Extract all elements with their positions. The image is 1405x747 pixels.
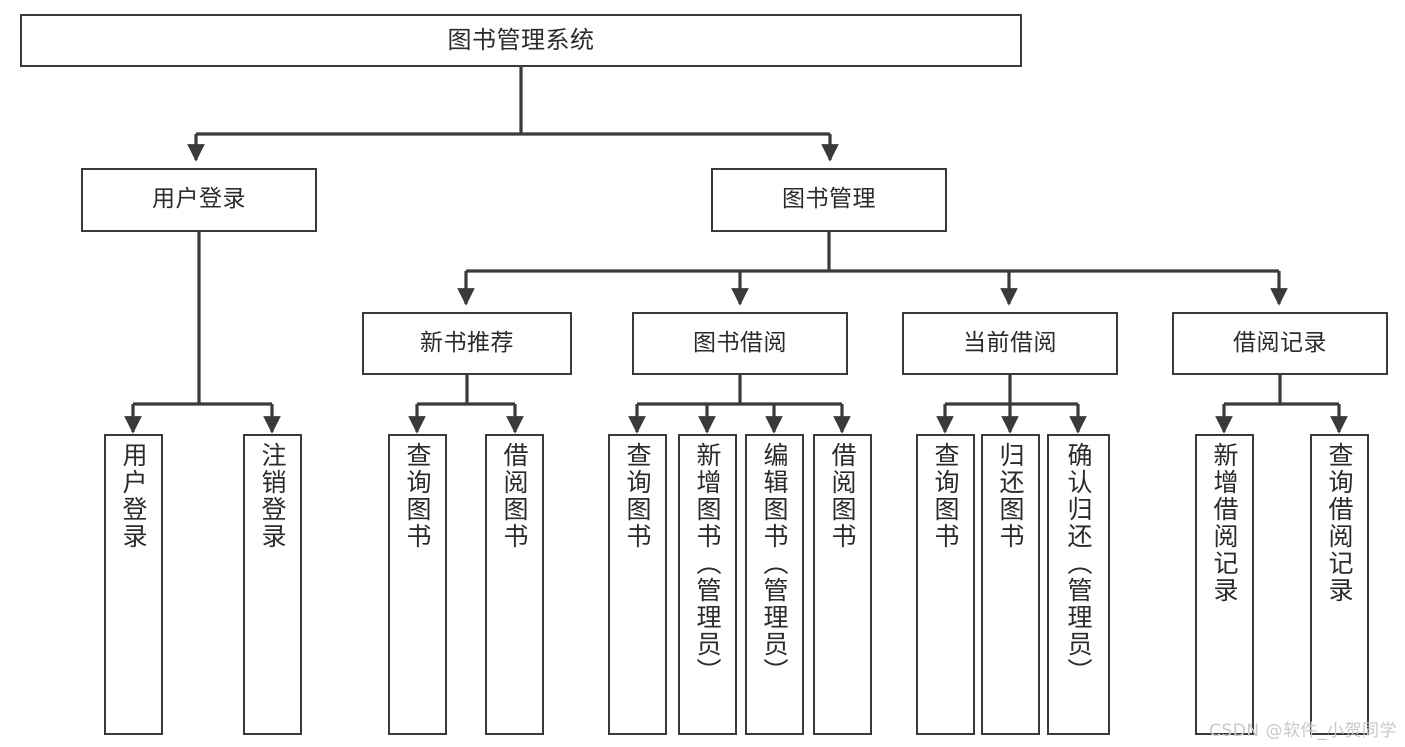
node-borrow-record[interactable]: 借阅记录 — [1172, 312, 1388, 375]
node-leaf-logout-login-label: 注销登录 — [258, 442, 287, 550]
node-leaf-query-book-1-label: 查询图书 — [403, 442, 432, 550]
node-leaf-user-login-label: 用户登录 — [119, 442, 148, 550]
node-leaf-borrow-book-1-label: 借阅图书 — [500, 442, 529, 550]
node-leaf-add-book-label: 新增图书（管理员） — [693, 442, 722, 685]
node-leaf-confirm-return-label: 确认归还（管理员） — [1064, 442, 1093, 685]
node-leaf-add-borrow-record[interactable]: 新增借阅记录 — [1195, 434, 1254, 735]
watermark-text: CSDN @软件_小贺同学 — [1209, 721, 1397, 741]
node-leaf-query-book-2-label: 查询图书 — [623, 442, 652, 550]
node-leaf-logout-login[interactable]: 注销登录 — [243, 434, 302, 735]
node-leaf-add-book[interactable]: 新增图书（管理员） — [678, 434, 737, 735]
node-leaf-confirm-return[interactable]: 确认归还（管理员） — [1047, 434, 1110, 735]
node-root[interactable]: 图书管理系统 — [20, 14, 1022, 67]
node-user-login-label: 用户登录 — [152, 186, 246, 213]
node-leaf-borrow-book-2[interactable]: 借阅图书 — [813, 434, 872, 735]
node-user-login[interactable]: 用户登录 — [81, 168, 317, 232]
node-book-borrow-label: 图书借阅 — [693, 329, 787, 356]
node-leaf-user-login[interactable]: 用户登录 — [104, 434, 163, 735]
node-leaf-query-book-3[interactable]: 查询图书 — [916, 434, 975, 735]
node-leaf-query-book-3-label: 查询图书 — [931, 442, 960, 550]
node-book-borrow[interactable]: 图书借阅 — [632, 312, 848, 375]
node-book-management[interactable]: 图书管理 — [711, 168, 947, 232]
node-leaf-borrow-book-1[interactable]: 借阅图书 — [485, 434, 544, 735]
node-book-management-label: 图书管理 — [782, 186, 876, 213]
node-leaf-query-borrow-record[interactable]: 查询借阅记录 — [1310, 434, 1369, 735]
node-leaf-add-borrow-record-label: 新增借阅记录 — [1210, 442, 1239, 604]
node-current-borrow-label: 当前借阅 — [963, 329, 1057, 356]
node-root-label: 图书管理系统 — [447, 26, 595, 55]
node-leaf-return-book-label: 归还图书 — [996, 442, 1025, 550]
node-new-book-recommend[interactable]: 新书推荐 — [362, 312, 572, 375]
node-leaf-query-book-1[interactable]: 查询图书 — [388, 434, 447, 735]
node-leaf-edit-book-label: 编辑图书（管理员） — [760, 442, 789, 685]
node-leaf-return-book[interactable]: 归还图书 — [981, 434, 1040, 735]
node-leaf-query-borrow-record-label: 查询借阅记录 — [1325, 442, 1354, 604]
node-borrow-record-label: 借阅记录 — [1233, 329, 1327, 356]
node-current-borrow[interactable]: 当前借阅 — [902, 312, 1118, 375]
node-new-book-recommend-label: 新书推荐 — [420, 329, 514, 356]
node-leaf-edit-book[interactable]: 编辑图书（管理员） — [745, 434, 804, 735]
node-leaf-query-book-2[interactable]: 查询图书 — [608, 434, 667, 735]
node-leaf-borrow-book-2-label: 借阅图书 — [828, 442, 857, 550]
